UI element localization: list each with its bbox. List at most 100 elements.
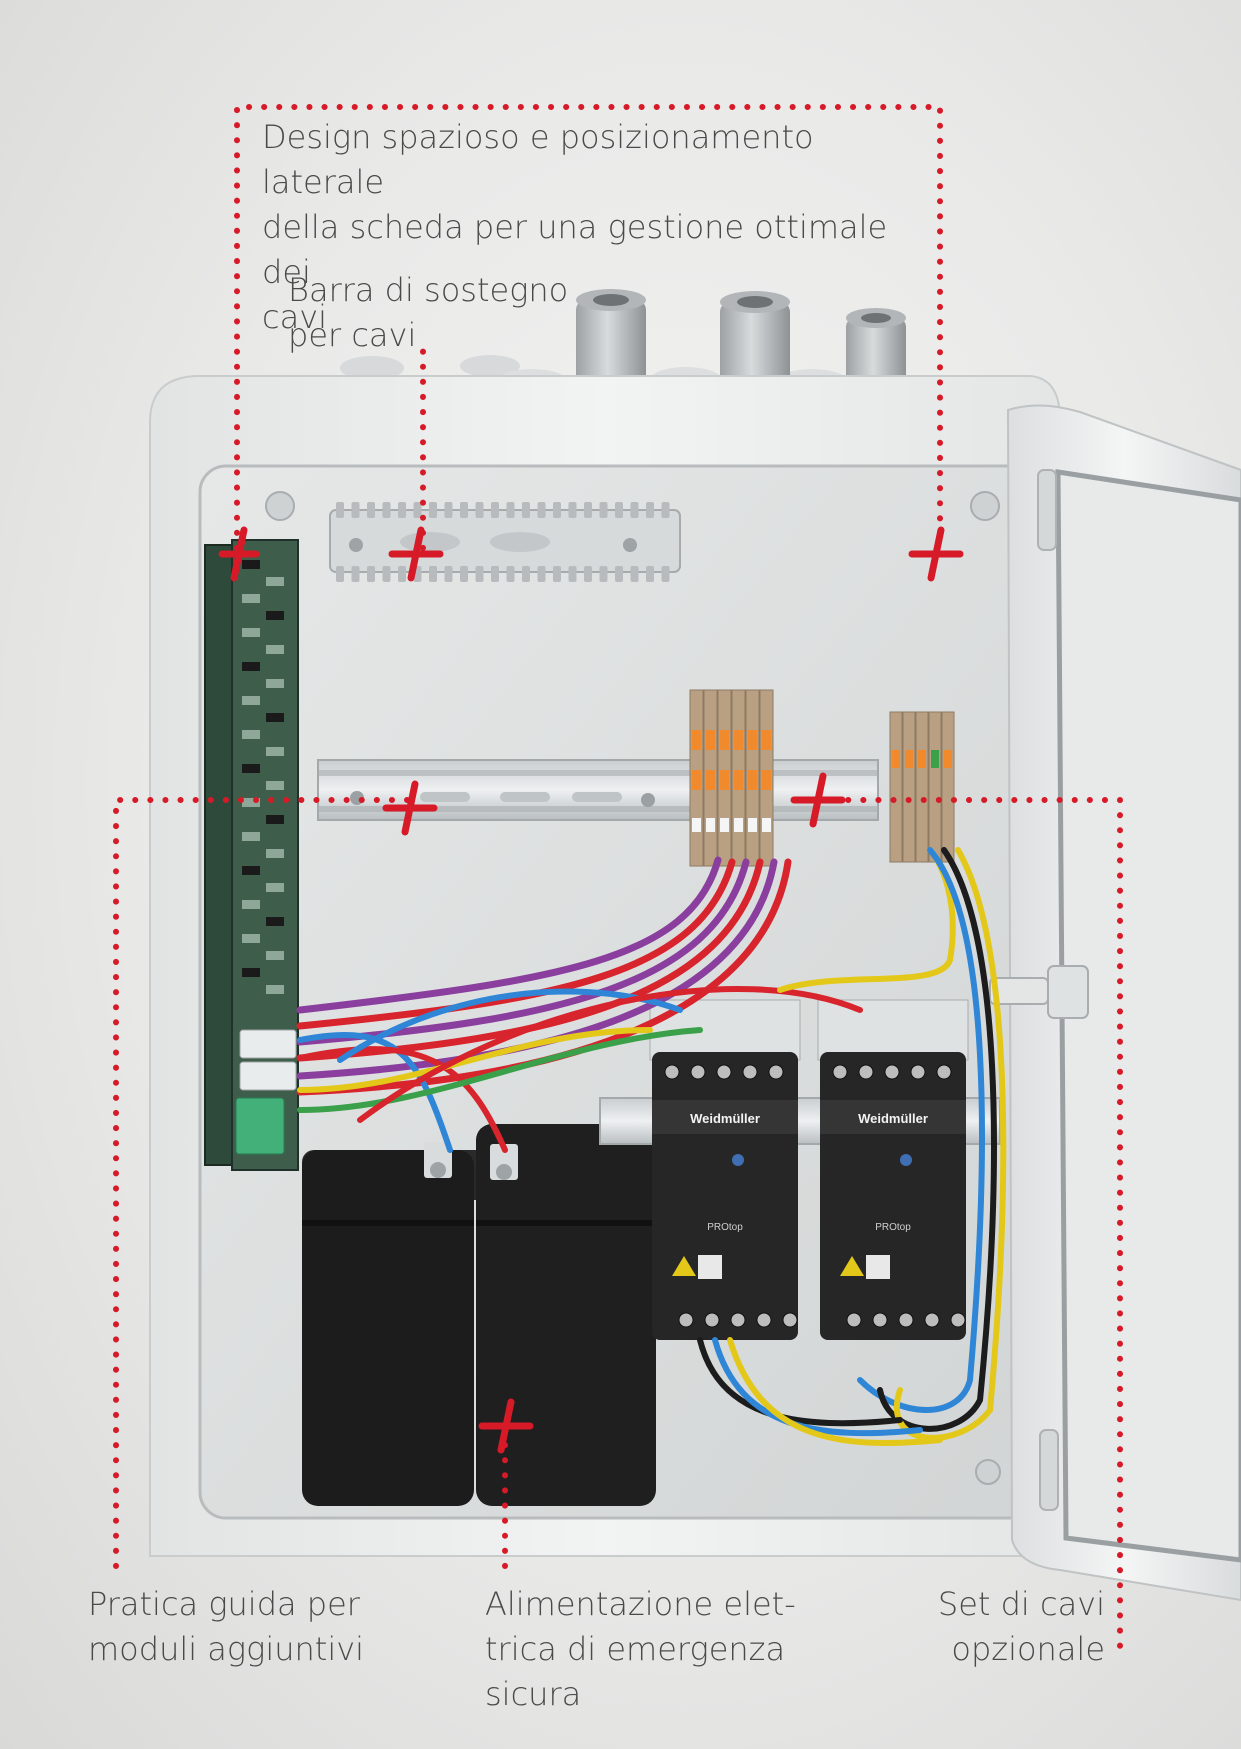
bar-tooth (506, 502, 515, 518)
bar-tooth (615, 566, 623, 582)
psu-terminal (742, 1064, 758, 1080)
callout-alim: Alimentazione elet- trica di emergenza s… (485, 1585, 796, 1713)
bar-tooth (630, 502, 639, 518)
wiring (296, 847, 1007, 1447)
psu-terminal (716, 1064, 732, 1080)
terminal-lever (706, 770, 715, 790)
psu-terminal (924, 1312, 940, 1328)
psu-terminal (884, 1064, 900, 1080)
callout-lines (113, 104, 1123, 1663)
terminal-lever (944, 750, 952, 768)
board-component (266, 645, 284, 654)
psu-terminal (768, 1064, 784, 1080)
terminal-lever (706, 730, 715, 750)
terminal-lever (892, 750, 900, 768)
bar-tooth (506, 566, 515, 582)
psu-terminal (832, 1064, 848, 1080)
psu-terminal (936, 1064, 952, 1080)
board-component (242, 628, 260, 637)
callout-barra: Barra di sostegno per cavi (288, 271, 569, 354)
terminal-lever (734, 770, 743, 790)
psu-1-model: PROtop (707, 1222, 743, 1233)
board-component (266, 951, 284, 960)
psu-terminal (858, 1064, 874, 1080)
bar-tooth (599, 502, 608, 518)
board-component (242, 968, 260, 977)
plus-marker-board (218, 526, 260, 582)
cable-support-bar (329, 502, 681, 582)
plus-marker-bar (388, 526, 444, 582)
bar-tooth (351, 502, 360, 518)
bar-tooth (475, 502, 484, 518)
psu-terminal (846, 1312, 862, 1328)
psu-terminal (664, 1064, 680, 1080)
bar-tooth (584, 566, 592, 582)
bar-tooth (537, 502, 546, 518)
psu-terminal (690, 1064, 706, 1080)
bar-tooth (413, 502, 422, 518)
board-component (242, 832, 260, 841)
board-component (266, 747, 284, 756)
board-component (266, 985, 284, 994)
board-component (242, 900, 260, 909)
psu-terminal (950, 1312, 966, 1328)
terminal-marker (720, 818, 729, 832)
psu-2-model: PROtop (875, 1222, 911, 1233)
bar-tooth (537, 566, 546, 582)
bar-tooth (522, 502, 530, 518)
bar-tooth (444, 566, 453, 582)
terminal-block (941, 711, 955, 863)
bar-tooth (568, 502, 577, 518)
terminal-block (928, 711, 942, 863)
bar-tooth (429, 566, 437, 582)
psu-terminal (756, 1312, 772, 1328)
psu-2-brand: Weidmüller (858, 1111, 928, 1126)
board-component (242, 594, 260, 603)
psu-terminal (782, 1312, 798, 1328)
batteries (302, 1124, 674, 1506)
board-component (266, 917, 284, 926)
bar-tooth (398, 566, 406, 582)
bar-tooth (630, 566, 639, 582)
bar-tooth (336, 502, 344, 518)
bar-tooth (382, 502, 391, 518)
terminal-block (902, 711, 916, 863)
board-component (266, 815, 284, 824)
plus-markers (218, 526, 964, 1454)
terminal-lever (762, 770, 771, 790)
bar-tooth (491, 502, 499, 518)
board-component (242, 866, 260, 875)
terminal-block (889, 711, 903, 863)
terminal-lever (748, 770, 757, 790)
bar-tooth (615, 502, 623, 518)
board-component (242, 798, 260, 807)
terminal-lever (905, 750, 913, 768)
terminal-marker (734, 818, 743, 832)
board-component (242, 662, 260, 671)
board-component (242, 560, 260, 569)
bar-tooth (599, 566, 608, 582)
terminal-lever (931, 750, 939, 768)
callout-design: Design spazioso e posizionamento lateral… (262, 118, 888, 336)
board-component (242, 696, 260, 705)
terminal-marker (762, 818, 771, 832)
terminal-marker (748, 818, 757, 832)
board-component (266, 577, 284, 586)
terminal-lever (720, 730, 729, 750)
bar-tooth (646, 502, 654, 518)
bar-tooth (661, 566, 670, 582)
board-component (266, 713, 284, 722)
psu-1-brand: Weidmüller (690, 1111, 760, 1126)
power-supply-1: Weidmüller PROtop (649, 999, 801, 1340)
bar-tooth (568, 566, 577, 582)
control-board (204, 539, 299, 1171)
bar-tooth (553, 566, 561, 582)
bar-tooth (351, 566, 360, 582)
terminal-lever (748, 730, 757, 750)
terminal-lever (918, 750, 926, 768)
callout-pratica: Pratica guida per moduli aggiuntivi (88, 1585, 365, 1668)
bar-tooth (522, 566, 530, 582)
bar-tooth (367, 566, 375, 582)
psu-terminal (898, 1312, 914, 1328)
